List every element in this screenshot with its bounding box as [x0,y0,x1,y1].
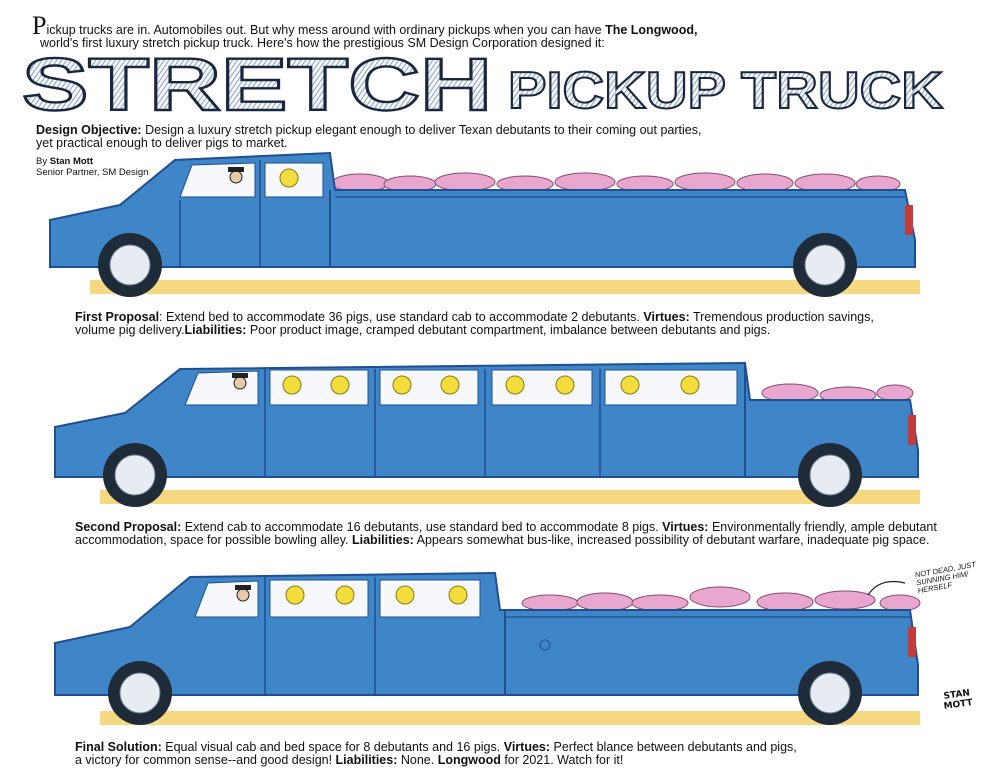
proposal-1-text1: : Extend bed to accommodate 36 pigs, use… [159,310,644,324]
artist-signature: STAN MOTT [942,688,974,712]
wheel-rear-3 [798,661,862,725]
road-shadow-3 [100,711,920,725]
truck-illustration-2 [54,361,920,507]
truck-body-3 [54,571,919,696]
design-objective: Design Objective: Design a luxury stretc… [36,124,701,150]
proposal-3-text3: a victory for common sense--and good des… [75,753,336,767]
title-word-pickup-truck: PICKUP TRUCK [508,62,943,120]
intro-text: Pickup trucks are in. Automobiles out. B… [32,13,732,50]
proposal-3-virtues-label: Virtues: [503,740,551,754]
intro-line1: ickup trucks are in. Automobiles out. Bu… [46,23,606,37]
proposal-3-text1: Equal visual cab and bed space for 8 deb… [161,740,504,754]
proposal-2-text2: Environmentally friendly, ample debutant [708,520,937,534]
pig-load-3 [521,586,921,612]
proposal-2-text1: Extend cab to accommodate 16 debutants, … [181,520,663,534]
byline-author: Stan Mott [49,156,94,167]
title-banner: STRETCH PICKUP TRUCK [21,52,945,122]
cab-window-2c [491,369,593,406]
proposal-3-brand: Longwood [437,753,501,767]
proposal-2-liabilities-label: Liabilities: [352,533,414,547]
truck-body-2 [54,361,919,478]
wheel-front-2 [103,443,167,507]
wheel-rear-2 [798,443,862,507]
pig-load-1 [331,172,901,193]
road-shadow-1 [90,280,920,294]
proposal-1-text4: Poor product image, cramped debutant com… [246,323,771,337]
intro-dropcap: P [32,11,47,40]
byline-role: Senior Partner, SM Design [36,167,149,178]
intro-brand: The Longwood, [605,23,698,37]
byline-prefix: By [36,156,50,167]
wheel-front-1 [98,233,162,297]
proposal-3-label: Final Solution: [75,740,162,754]
proposal-1-virtues-label: Virtues: [643,310,690,324]
proposal-1-label: First Proposal [75,310,160,324]
proposal-3-text2: Perfect blance between debutants and pig… [550,740,797,754]
proposal-1-text3: volume pig delivery. [75,323,185,337]
wheel-rear-1 [793,233,857,297]
objective-label: Design Objective: [36,123,142,137]
road-shadow-2 [100,490,920,504]
caption-first-proposal: First Proposal: Extend bed to accommodat… [75,311,874,337]
proposal-2-text4: Appears somewhat bus-like, increased pos… [413,533,930,547]
caption-second-proposal: Second Proposal: Extend cab to accommoda… [75,521,937,547]
caption-final-solution: Final Solution: Equal visual cab and bed… [75,741,797,767]
proposal-3-liabilities-label: Liabilities: [335,753,398,767]
proposal-1-text2: Tremendous production savings, [689,310,874,324]
proposal-1-liabilities-label: Liabilities: [184,323,247,337]
intro-line2: world's first luxury stretch pickup truc… [40,36,605,50]
objective-line2: yet practical enough to deliver pigs to … [36,136,288,150]
proposal-3-text4: None. [397,753,438,767]
truck-illustration-3 [54,571,921,725]
proposal-2-label: Second Proposal: [75,520,182,534]
proposal-2-virtues-label: Virtues: [662,520,709,534]
wheel-front-3 [108,661,172,725]
proposal-2-text3: accommodation, space for possible bowlin… [75,533,352,547]
objective-line1: Design a luxury stretch pickup elegant e… [145,123,702,137]
truck-illustration-1 [49,151,920,297]
note-arrow [867,580,906,596]
title-word-stretch: STRETCH [22,52,492,122]
proposal-3-text6: for 2021. Watch for it! [500,753,624,767]
byline: By Stan Mott Senior Partner, SM Design [36,156,148,178]
